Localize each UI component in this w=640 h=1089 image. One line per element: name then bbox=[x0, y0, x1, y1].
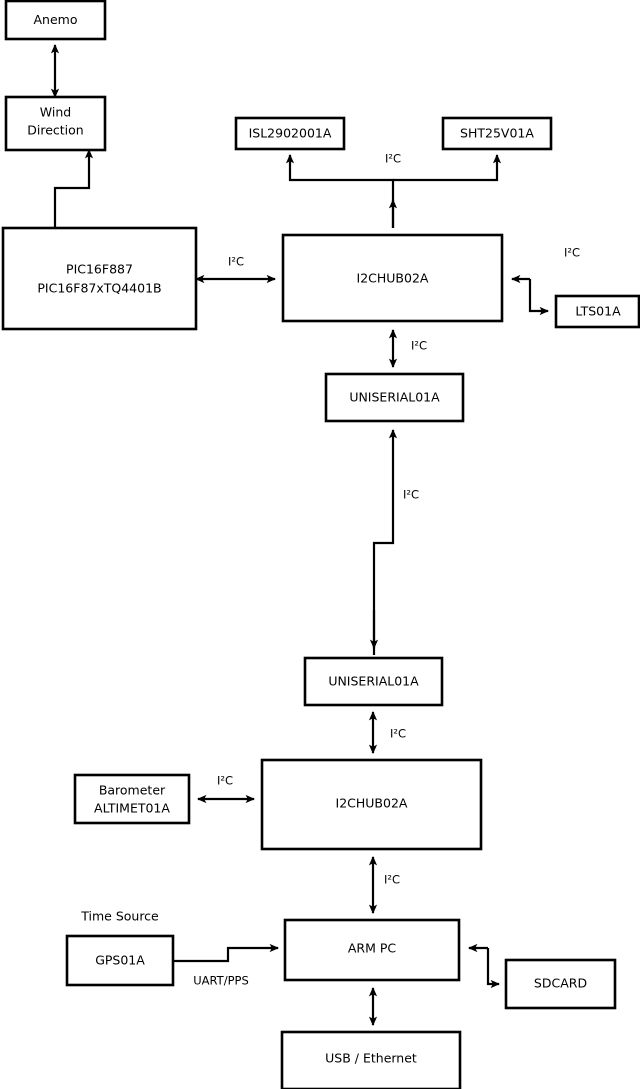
connector-uniserial-link-up bbox=[372, 428, 398, 655]
node-uniserial01a-top-label: UNISERIAL01A bbox=[349, 390, 440, 405]
node-usb-ethernet[interactable] bbox=[280, 1030, 462, 1089]
edge-label-hub-armpc: I²C bbox=[384, 873, 400, 887]
node-arm-pc-label: ARM PC bbox=[348, 941, 397, 956]
node-isl2902001a-label: ISL2902001A bbox=[249, 126, 332, 141]
edge-label-uniserial-hub-bottom: I²C bbox=[390, 727, 406, 741]
node-sht25v01a[interactable] bbox=[441, 116, 553, 151]
connector-pic-wind bbox=[53, 148, 94, 228]
label-time-source: Time Source bbox=[80, 909, 159, 924]
node-wind-direction-label-line2: Direction bbox=[27, 123, 83, 138]
node-barometer-label-line1: Barometer bbox=[99, 783, 166, 798]
node-lts01a[interactable] bbox=[554, 294, 640, 329]
edge-label-gps-armpc: UART/PPS bbox=[193, 974, 249, 988]
node-usb-ethernet-label: USB / Ethernet bbox=[325, 1051, 417, 1066]
node-i2chub02a-top[interactable] bbox=[281, 233, 504, 323]
node-lts01a-label: LTS01A bbox=[575, 304, 621, 319]
connector-hubtop-isl bbox=[285, 153, 395, 228]
node-sdcard[interactable] bbox=[504, 958, 617, 1010]
node-wind-direction-label-line1: Wind bbox=[40, 105, 71, 120]
node-i2chub02a-bottom-label: I2CHUB02A bbox=[336, 796, 408, 811]
node-i2chub02a-bottom[interactable] bbox=[260, 758, 483, 851]
edge-label-hub-uniserial-top: I²C bbox=[411, 339, 427, 353]
node-barometer-label-line2: ALTIMET01A bbox=[94, 801, 170, 816]
connector-armpc-sdcard-out bbox=[486, 948, 501, 989]
node-sht25v01a-label: SHT25V01A bbox=[460, 126, 534, 141]
edge-label-barometer-hub: I²C bbox=[217, 774, 233, 788]
connector-hubtop-lts-out bbox=[528, 279, 550, 316]
node-pic-label-line1: PIC16F887 bbox=[66, 262, 133, 277]
node-isl2902001a[interactable] bbox=[234, 116, 346, 151]
edge-label-uniserial-link: I²C bbox=[403, 488, 419, 502]
edge-label-hub-lts: I²C bbox=[564, 246, 580, 260]
node-sdcard-label: SDCARD bbox=[534, 976, 587, 991]
connector-gps-armpc bbox=[174, 943, 280, 963]
node-anemo-label: Anemo bbox=[34, 12, 78, 27]
node-arm-pc[interactable] bbox=[283, 918, 461, 982]
node-uniserial01a-bottom[interactable] bbox=[303, 656, 444, 707]
edge-label-isl-sht-bus: I²C bbox=[385, 152, 401, 166]
connector-hubtop-sht bbox=[393, 153, 502, 182]
node-wind-direction[interactable] bbox=[4, 95, 107, 152]
node-i2chub02a-top-label: I2CHUB02A bbox=[357, 271, 429, 286]
node-barometer-altimet01a[interactable] bbox=[73, 773, 191, 825]
node-gps01a[interactable] bbox=[65, 934, 175, 987]
edge-label-pic-hub: I²C bbox=[228, 255, 244, 269]
node-pic[interactable] bbox=[1, 226, 198, 331]
node-uniserial01a-bottom-label: UNISERIAL01A bbox=[328, 674, 419, 689]
node-pic-label-line2: PIC16F87xTQ4401B bbox=[37, 281, 161, 296]
node-gps01a-label: GPS01A bbox=[95, 953, 145, 968]
node-uniserial01a-top[interactable] bbox=[324, 372, 465, 423]
node-anemo[interactable] bbox=[4, 0, 107, 41]
